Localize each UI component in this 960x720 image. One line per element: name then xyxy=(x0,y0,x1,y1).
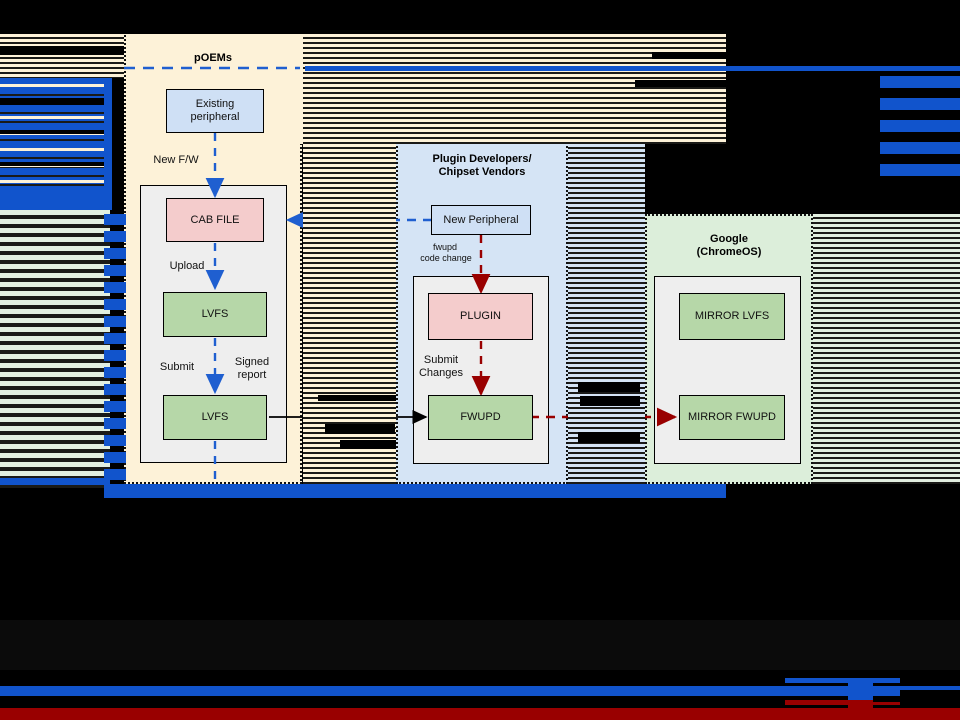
lane-google-title-line2: (ChromeOS) xyxy=(696,246,762,258)
node-fwupd[interactable]: FWUPD xyxy=(428,395,533,440)
node-cab-file-label: CAB FILE xyxy=(190,213,240,226)
edge-label-submit-changes-line1: Submit xyxy=(423,354,459,366)
edge-label-fwupd-code-change-line2: code change xyxy=(420,253,472,263)
fwupd-test-framework-label: FWUPD test framework xyxy=(661,588,795,602)
lane-plugin-developers-title-line1: Plugin Developers/ xyxy=(432,153,532,165)
edge-label-new-fw: New F/W xyxy=(153,154,199,166)
edge-label-submit: Submit xyxy=(159,361,195,373)
lane-poems-title: pOEMs xyxy=(194,52,232,64)
node-mirror-fwupd-label: MIRROR FWUPD xyxy=(688,411,776,423)
node-mirror-lvfs[interactable]: MIRROR LVFS xyxy=(679,293,785,340)
edge-label-signed-report-line1: Signed xyxy=(234,356,270,368)
node-mirror-lvfs-label: MIRROR LVFS xyxy=(694,310,770,322)
lane-plugin-developers-title-line2: Chipset Vendors xyxy=(438,166,526,178)
edge-label-submit-changes-line2: Changes xyxy=(418,367,464,379)
node-fwupd-label: FWUPD xyxy=(460,411,501,423)
edge-label-fwupd-code-change-line1: fwupd xyxy=(432,242,458,252)
node-new-peripheral-label: New Peripheral xyxy=(443,213,519,226)
lane-google-title-line1: Google xyxy=(710,233,748,245)
node-lvfs-submit-label: LVFS xyxy=(201,411,229,423)
node-lvfs-submit[interactable]: LVFS xyxy=(163,395,267,440)
node-new-peripheral[interactable]: New Peripheral xyxy=(431,205,531,235)
node-lvfs-upload[interactable]: LVFS xyxy=(163,292,267,337)
node-plugin[interactable]: PLUGIN xyxy=(428,293,533,340)
fwupd-test-framework-box[interactable]: FWUPD test framework xyxy=(656,575,800,615)
node-mirror-fwupd[interactable]: MIRROR FWUPD xyxy=(679,395,785,440)
node-existing-peripheral[interactable]: Existing peripheral xyxy=(166,89,264,133)
edge-label-upload: Upload xyxy=(169,260,205,272)
node-plugin-label: PLUGIN xyxy=(460,310,501,322)
edge-label-signed-report-line2: report xyxy=(237,369,267,381)
node-existing-peripheral-label-line1: Existing xyxy=(195,98,235,110)
node-existing-peripheral-label-line2: peripheral xyxy=(190,111,240,123)
node-lvfs-upload-label: LVFS xyxy=(201,308,229,320)
node-cab-file[interactable]: CAB FILE xyxy=(166,198,264,242)
